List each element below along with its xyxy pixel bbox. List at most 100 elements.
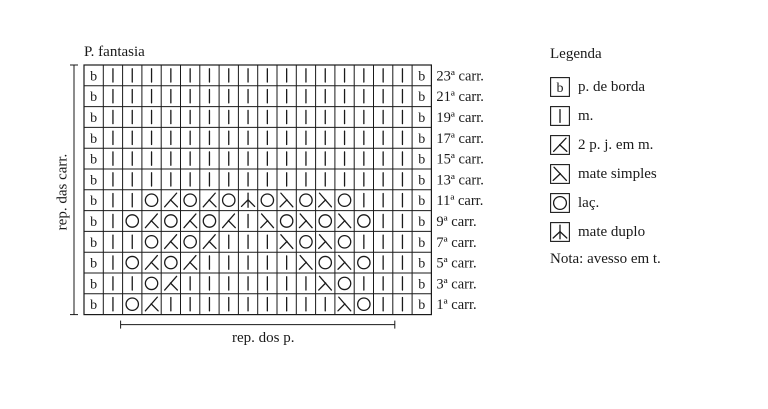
stitch-cell-yarn-over-symbol	[337, 193, 352, 208]
stitch-cell-yarn-over-symbol	[318, 214, 333, 228]
row-label: 15ª carr.	[436, 152, 483, 168]
stitch-cell-single-decrease-symbol	[337, 254, 352, 270]
row-label: 3ª carr.	[436, 276, 476, 292]
stitch-cell-yarn-over-symbol	[299, 234, 313, 249]
svg-text:b: b	[418, 69, 425, 84]
row-label: 9ª carr.	[436, 214, 476, 230]
stitch-cell-edge-stitch-symbol: b	[90, 194, 97, 209]
stitch-cell-edge-stitch-symbol: b	[90, 236, 97, 251]
stitch-cell-double-decrease-symbol	[240, 192, 256, 208]
stitch-cell-edge-stitch-symbol: b	[90, 132, 97, 147]
row-label: 21ª carr.	[436, 89, 483, 105]
svg-text:b: b	[418, 236, 425, 251]
svg-text:b: b	[418, 257, 425, 272]
stitch-cell-single-decrease-symbol	[337, 213, 352, 229]
stitch-cell-single-decrease-symbol	[318, 192, 333, 208]
svg-text:b: b	[90, 215, 97, 230]
stitch-cell-k2tog-symbol	[144, 213, 159, 229]
stitch-cell-single-decrease-symbol	[337, 296, 352, 312]
svg-text:b: b	[90, 132, 97, 147]
stitch-cell-single-decrease-symbol	[260, 213, 275, 229]
row-repeat-bracket	[70, 64, 78, 316]
stitch-cell-edge-stitch-symbol: b	[418, 132, 425, 147]
stitch-cell-edge-stitch-symbol: b	[90, 257, 97, 272]
legend-item-label: mate duplo	[578, 223, 646, 240]
legend-item-label: laç.	[578, 194, 600, 211]
svg-text:b: b	[90, 194, 97, 209]
stitch-cell-single-decrease-symbol	[318, 234, 333, 250]
stitch-cell-edge-stitch-symbol: b	[418, 298, 425, 313]
stitch-cell-edge-stitch-symbol: b	[418, 236, 425, 251]
chart-title: P. fantasia	[84, 44, 145, 60]
stitch-cell-single-decrease-symbol	[279, 234, 294, 250]
legend-item: mate duplo	[550, 222, 760, 242]
stitch-cell-yarn-over-symbol	[299, 193, 313, 208]
stitch-cell-edge-stitch-symbol: b	[418, 257, 425, 272]
stitch-cell-edge-stitch-symbol: b	[418, 111, 425, 126]
stitch-cell-k2tog-symbol	[221, 213, 236, 229]
stitch-cell-yarn-over-symbol	[260, 193, 275, 208]
stitch-cell-yarn-over-symbol	[144, 193, 159, 208]
edge-stitch-symbol: b	[550, 77, 570, 97]
stitch-repeat-bracket	[120, 320, 396, 329]
stitch-cell-yarn-over-symbol	[337, 234, 352, 249]
svg-text:b: b	[90, 90, 97, 105]
svg-text:b: b	[418, 194, 425, 209]
stitch-cell-yarn-over-symbol	[202, 214, 217, 228]
row-label: 19ª carr.	[436, 110, 483, 126]
legend-item-label: p. de borda	[578, 78, 646, 95]
legend-item-label: mate simples	[578, 165, 657, 182]
svg-text:b: b	[90, 111, 97, 126]
svg-text:b: b	[557, 81, 564, 96]
knit-stitch-symbol	[550, 106, 570, 126]
legend-item: laç.	[550, 193, 760, 213]
stitch-cell-k2tog-symbol	[144, 254, 159, 270]
stitch-cell-edge-stitch-symbol: b	[418, 277, 425, 292]
stitch-cell-yarn-over-symbol	[221, 193, 236, 208]
stitch-repeat-label: rep. dos p.	[232, 330, 295, 346]
stitch-cell-yarn-over-symbol	[164, 214, 178, 228]
svg-text:b: b	[418, 277, 425, 292]
svg-text:b: b	[90, 236, 97, 251]
row-label: 13ª carr.	[436, 172, 483, 188]
stitch-cell-yarn-over-symbol	[125, 297, 140, 312]
legend-item: m.	[550, 106, 760, 126]
legend-title: Legenda	[550, 46, 602, 62]
stitch-cell-edge-stitch-symbol: b	[418, 215, 425, 230]
stitch-cell-edge-stitch-symbol: b	[90, 90, 97, 105]
legend-item: mate simples	[550, 164, 760, 184]
row-label: 11ª carr.	[436, 193, 483, 209]
svg-text:b: b	[90, 277, 97, 292]
svg-text:b: b	[418, 90, 425, 105]
stitch-cell-edge-stitch-symbol: b	[418, 153, 425, 168]
legend-item: 2 p. j. em m.	[550, 135, 760, 155]
row-label: 7ª carr.	[436, 235, 476, 251]
stitch-cell-k2tog-symbol	[183, 213, 198, 229]
legend-item: b p. de borda	[550, 77, 760, 97]
stitch-cell-yarn-over-symbol	[144, 234, 159, 249]
svg-text:b: b	[418, 215, 425, 230]
stitch-cell-yarn-over-symbol	[183, 234, 197, 249]
row-repeat-label: rep. das carr.	[54, 153, 71, 231]
k2tog-symbol	[550, 135, 570, 155]
svg-text:b: b	[418, 132, 425, 147]
stitch-cell-edge-stitch-symbol: b	[90, 111, 97, 126]
row-label: 23ª carr.	[436, 68, 483, 84]
legend-item-label: 2 p. j. em m.	[578, 136, 654, 153]
stitch-cell-k2tog-symbol	[144, 296, 159, 312]
row-label: 17ª carr.	[436, 131, 483, 147]
stitch-cell-k2tog-symbol	[202, 234, 217, 250]
chart-grid	[83, 64, 432, 316]
stitch-cell-yarn-over-symbol	[357, 255, 371, 270]
stitch-cell-k2tog-symbol	[164, 234, 179, 250]
row-label: 5ª carr.	[436, 256, 476, 272]
